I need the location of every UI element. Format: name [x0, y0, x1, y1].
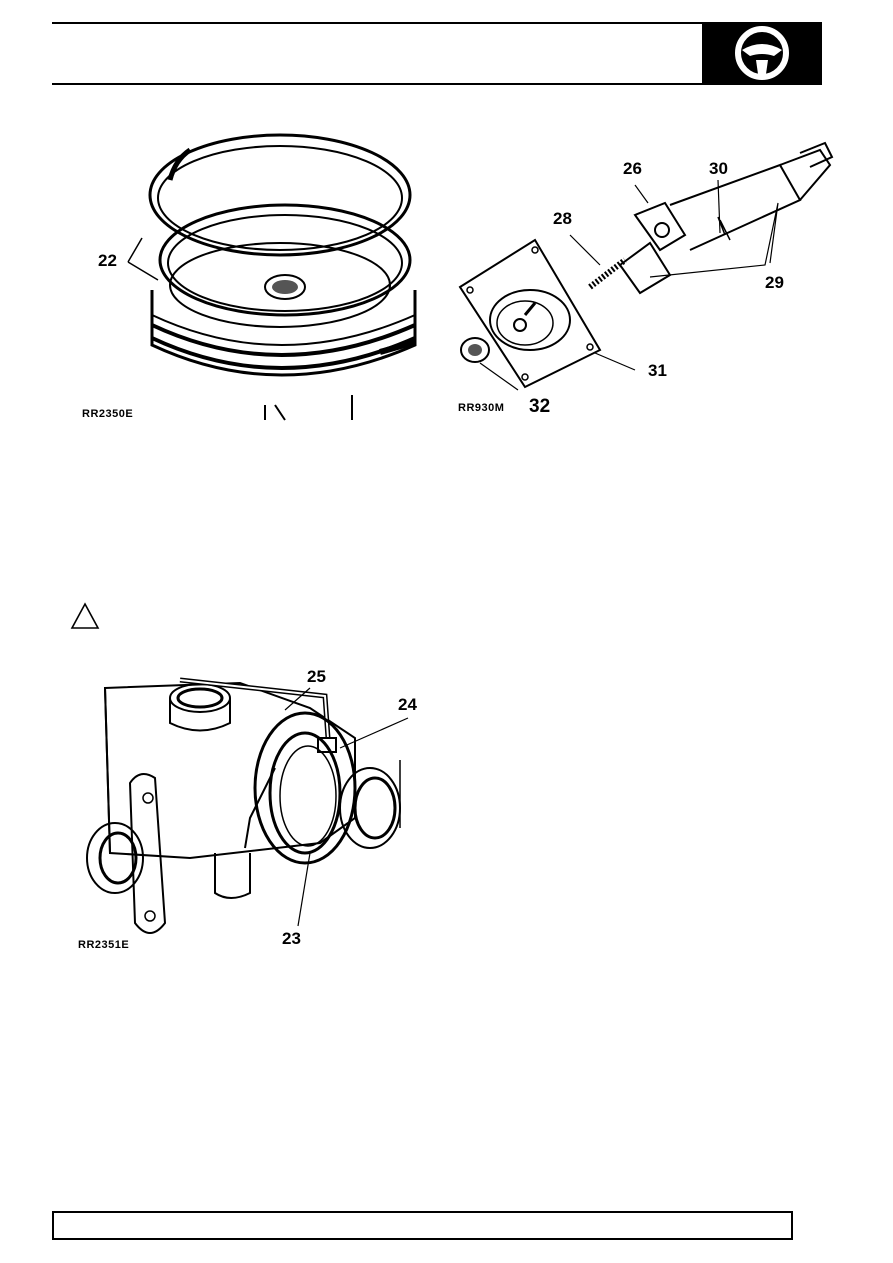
figure-ref-rr2350e: RR2350E — [82, 408, 134, 420]
section-badge — [702, 22, 822, 84]
steering-box-figure — [86, 677, 409, 934]
caution-triangle-icon — [70, 602, 100, 629]
callout-32: 32 — [529, 396, 551, 417]
callout-29: 29 — [765, 273, 784, 292]
callout-25: 25 — [307, 667, 326, 686]
footer-box — [52, 1211, 793, 1240]
callout-31: 31 — [648, 361, 667, 380]
header-rule-bottom — [52, 83, 822, 85]
callout-26: 26 — [623, 159, 642, 178]
callout-30: 30 — [709, 159, 728, 178]
callout-22: 22 — [98, 251, 117, 270]
steering-wheel-icon — [735, 26, 789, 80]
valve-assembly-figure — [458, 141, 834, 391]
callout-23: 23 — [282, 929, 301, 948]
piston-rings-figure — [127, 133, 417, 421]
callout-24: 24 — [398, 695, 417, 714]
callout-28: 28 — [553, 209, 572, 228]
header-rule-top — [52, 22, 702, 24]
figure-ref-rr930m: RR930M — [458, 402, 505, 414]
figure-ref-rr2351e: RR2351E — [78, 939, 130, 951]
